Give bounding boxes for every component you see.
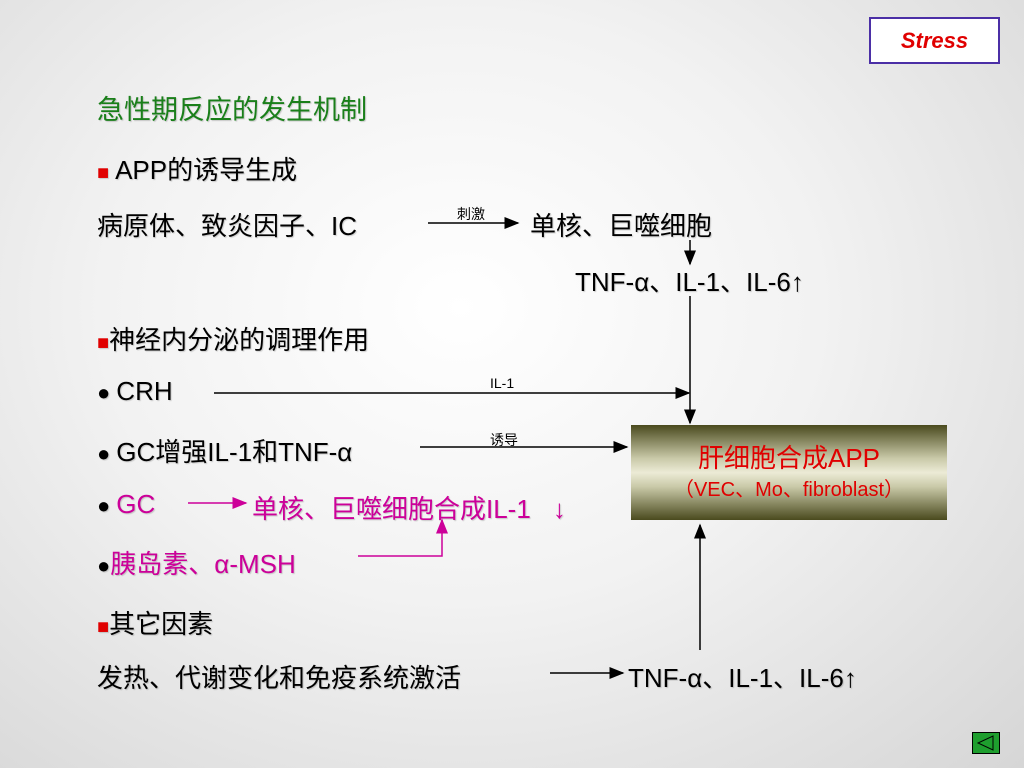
gc-effect-label: 单核、巨噬细胞合成IL-1 bbox=[252, 494, 531, 524]
red-square-bullet-icon: ■ bbox=[97, 162, 110, 184]
insulin-item: ●胰岛素、α-MSH bbox=[97, 544, 296, 581]
liver-app-box: 肝细胞合成APP （VEC、Mo、fibroblast） bbox=[631, 425, 947, 520]
crh-label: CRH bbox=[116, 376, 173, 406]
crh-item: ●CRH bbox=[97, 376, 173, 407]
induce-arrow-label: 诱导 bbox=[490, 432, 518, 448]
app-box-title: 肝细胞合成APP bbox=[697, 442, 881, 473]
up-arrow-icon: ↑ bbox=[790, 267, 804, 297]
cytokines-top: TNF-α、IL-1、IL-6↑ bbox=[575, 262, 804, 299]
pathogen-text: 病原体、致炎因子、IC bbox=[97, 211, 358, 241]
gc-enhance-item: ●GC增强IL-1和TNF-α bbox=[97, 432, 352, 469]
section-label: 神经内分泌的调理作用 bbox=[109, 325, 370, 355]
gc-effect-text: 单核、巨噬细胞合成IL-1 ↓ bbox=[252, 489, 566, 526]
back-nav-button[interactable] bbox=[972, 732, 1000, 754]
cytokines-bottom-text: TNF-α、IL-1、IL-6 bbox=[628, 663, 844, 693]
dot-bullet-icon: ● bbox=[97, 441, 111, 466]
app-box-subtitle: （VEC、Mo、fibroblast） bbox=[673, 478, 905, 501]
dot-bullet-icon: ● bbox=[97, 493, 111, 518]
dot-bullet-icon: ● bbox=[97, 380, 111, 405]
cytokines-top-text: TNF-α、IL-1、IL-6 bbox=[575, 267, 791, 297]
monocyte-macrophage-text: 单核、巨噬细胞 bbox=[530, 211, 713, 241]
gc-enhance-label: GC增强IL-1和TNF-α bbox=[116, 437, 353, 467]
section-label: 其它因素 bbox=[109, 609, 214, 639]
section-app-induction: ■APP的诱导生成 bbox=[97, 150, 297, 187]
red-square-bullet-icon: ■ bbox=[97, 616, 110, 638]
insulin-arrow bbox=[358, 518, 448, 557]
gc-label: GC bbox=[116, 489, 156, 519]
section-neuroendocrine: ■神经内分泌的调理作用 bbox=[97, 320, 369, 357]
cytokines-bottom: TNF-α、IL-1、IL-6↑ bbox=[628, 658, 857, 695]
red-square-bullet-icon: ■ bbox=[97, 332, 110, 354]
down-arrow-icon: ↓ bbox=[552, 494, 566, 524]
fever-text: 发热、代谢变化和免疫系统激活 bbox=[97, 663, 462, 693]
stimulate-label: 刺激 bbox=[457, 206, 485, 222]
section-other: ■其它因素 bbox=[97, 604, 213, 641]
up-arrow-icon: ↑ bbox=[843, 663, 857, 693]
triangle-left-icon bbox=[976, 735, 994, 751]
section-label: APP的诱导生成 bbox=[115, 155, 298, 185]
dot-bullet-icon: ● bbox=[97, 553, 111, 578]
slide-title: 急性期反应的发生机制 bbox=[97, 95, 367, 125]
il1-arrow-label: IL-1 bbox=[490, 375, 515, 391]
gc-item: ●GC bbox=[97, 489, 155, 520]
stress-badge: Stress bbox=[869, 17, 1000, 64]
insulin-label: 胰岛素、α-MSH bbox=[110, 549, 296, 579]
